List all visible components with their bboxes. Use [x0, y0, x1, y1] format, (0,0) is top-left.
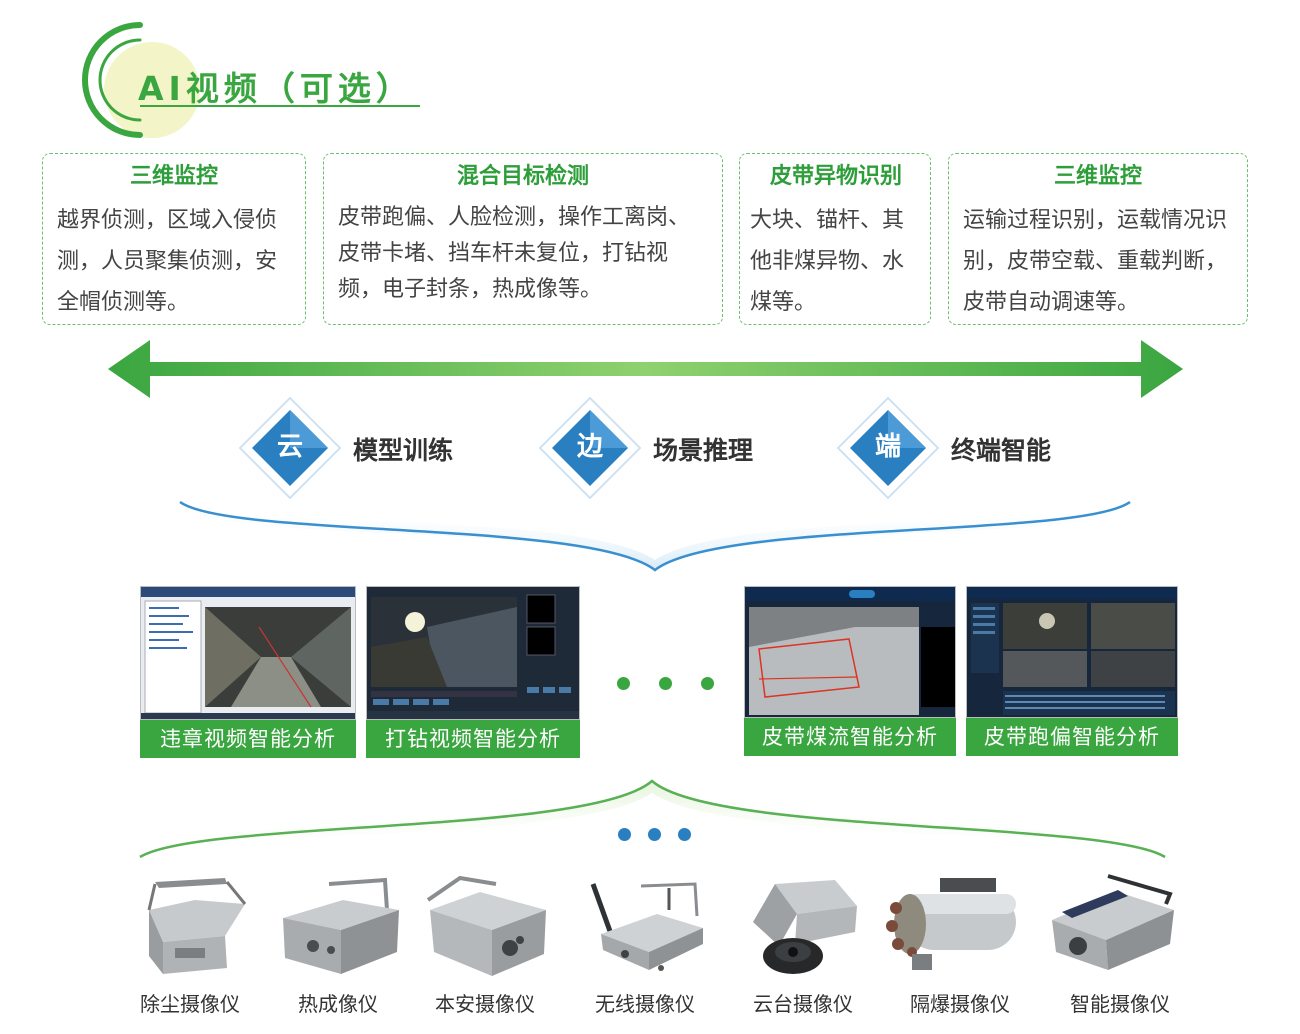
camera-label: 云台摄像仪	[753, 992, 853, 1016]
feature-title: 皮带异物识别	[769, 164, 902, 189]
feature-title: 三维监控	[1053, 164, 1142, 189]
smart-camera-icon	[1048, 870, 1178, 990]
feature-box-mixed-detection: 混合目标检测 皮带跑偏、人脸检测，操作工离岗、皮带卡堵、挡车杆未复位，打钻视频，…	[323, 153, 723, 325]
diamond-icon	[238, 396, 342, 500]
camera-label: 热成像仪	[298, 992, 378, 1016]
green-brace-icon	[139, 779, 1166, 859]
feature-box-foreign-object: 皮带异物识别 大块、锚杆、其他非煤异物、水煤等。	[739, 153, 931, 325]
screen-image	[966, 586, 1178, 718]
ptz-camera-icon	[745, 870, 875, 990]
feature-description: 运输过程识别，运载情况识别，皮带空载、重载判断，皮带自动调速等。	[963, 208, 1228, 315]
feature-box-3d-monitoring: 三维监控 越界侦测，区域入侵侦测，人员聚集侦测，安全帽侦测等。	[42, 153, 306, 325]
feature-description: 越界侦测，区域入侵侦测，人员聚集侦测，安全帽侦测等。	[57, 208, 278, 315]
camera-label: 隔爆摄像仪	[910, 992, 1010, 1016]
double-arrow-icon	[108, 340, 1183, 398]
tier-cloud: 云 模型训练	[238, 396, 498, 500]
tier-label: 终端智能	[951, 436, 1052, 465]
title-underline	[140, 105, 420, 107]
tier-label: 模型训练	[353, 436, 454, 465]
feature-box-3d-monitoring-2: 三维监控 运输过程识别，运载情况识别，皮带空载、重载判断，皮带自动调速等。	[948, 153, 1248, 325]
screen-caption: 皮带煤流智能分析	[744, 718, 956, 756]
tier-char: 端	[874, 432, 901, 462]
feature-description: 大块、锚杆、其他非煤异物、水煤等。	[750, 208, 905, 315]
screen-caption: 违章视频智能分析	[140, 720, 356, 758]
diamond-icon	[538, 396, 642, 500]
tier-label: 场景推理	[653, 436, 754, 465]
wireless-camera-icon	[585, 870, 715, 990]
thermal-camera-icon	[275, 870, 405, 990]
blue-brace-icon	[179, 500, 1131, 572]
diamond-icon	[836, 396, 940, 500]
screen-image	[140, 586, 356, 720]
tier-end: 端 终端智能	[836, 396, 1096, 500]
header-logo-icon	[82, 22, 200, 138]
camera-label: 本安摄像仪	[435, 992, 535, 1016]
intrinsically-safe-camera-icon	[420, 870, 550, 990]
section-header: AI视频（可选）	[40, 10, 420, 140]
page-title: AI视频（可选）	[138, 69, 414, 108]
tier-edge: 边 场景推理	[538, 396, 798, 500]
screen-image	[744, 586, 956, 718]
screen-image	[366, 586, 580, 720]
screen-caption: 打钻视频智能分析	[366, 720, 580, 758]
screen-caption: 皮带跑偏智能分析	[966, 718, 1178, 756]
camera-label: 除尘摄像仪	[140, 992, 240, 1016]
camera-label: 智能摄像仪	[1070, 992, 1170, 1016]
feature-description: 皮带跑偏、人脸检测，操作工离岗、皮带卡堵、挡车杆未复位，打钻视频，电子封条，热成…	[338, 205, 691, 302]
tier-char: 云	[276, 432, 303, 462]
explosion-proof-camera-icon	[882, 870, 1016, 990]
feature-title: 混合目标检测	[456, 164, 589, 189]
feature-title: 三维监控	[129, 164, 218, 189]
camera-label: 无线摄像仪	[595, 992, 695, 1016]
tier-char: 边	[576, 432, 603, 462]
dust-removal-camera-icon	[135, 870, 265, 990]
